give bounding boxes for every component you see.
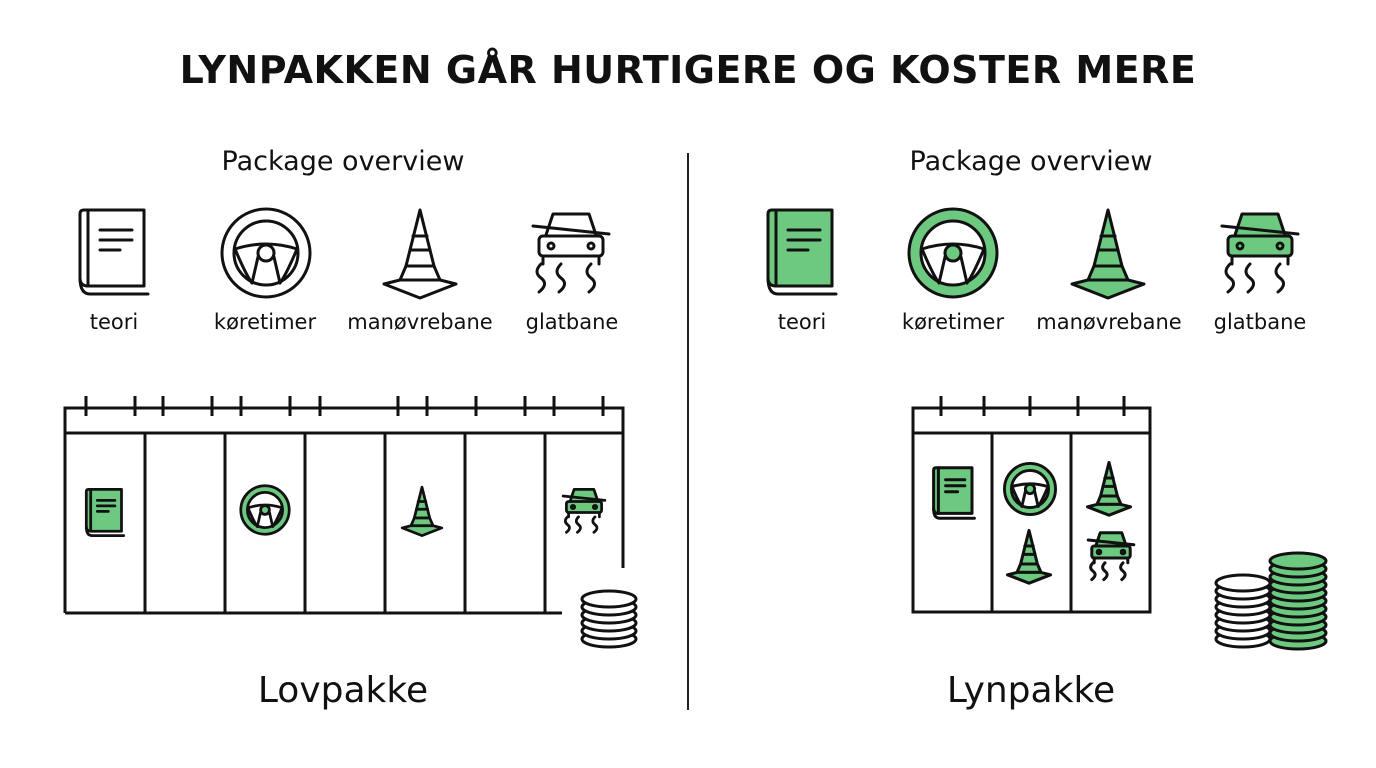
book-icon xyxy=(84,488,126,537)
right-calendar xyxy=(911,396,1152,614)
right-label-manovrebane: manøvrebane xyxy=(1036,310,1182,334)
right-label-koretimer: køretimer xyxy=(901,310,1005,334)
steering-wheel-icon xyxy=(220,207,312,299)
skid-car-icon xyxy=(531,212,611,294)
coin-stack xyxy=(580,589,638,649)
book-icon xyxy=(766,208,838,296)
traffic-cone-icon xyxy=(1005,528,1053,585)
skid-car-icon xyxy=(1220,212,1300,294)
coin-stack xyxy=(1214,573,1272,649)
right-panel-heading: Package overview xyxy=(909,146,1153,177)
skid-car-icon xyxy=(1086,531,1136,582)
right-label-teori: teori xyxy=(777,310,827,334)
skid-car-icon xyxy=(561,488,607,534)
left-label-glatbane: glatbane xyxy=(525,310,619,334)
coin-stack-green xyxy=(1268,551,1328,651)
left-calendar xyxy=(63,396,625,615)
traffic-cone-icon xyxy=(400,485,444,537)
traffic-cone-icon xyxy=(1085,460,1133,517)
page-title: LYNPAKKEN GÅR HURTIGERE OG KOSTER MERE xyxy=(179,48,1197,92)
left-label-manovrebane: manøvrebane xyxy=(347,310,493,334)
left-label-koretimer: køretimer xyxy=(213,310,317,334)
steering-wheel-icon xyxy=(239,484,291,536)
right-label-glatbane: glatbane xyxy=(1213,310,1307,334)
traffic-cone-icon xyxy=(382,208,458,300)
right-package-name: Lynpakke xyxy=(946,670,1116,711)
left-package-name: Lovpakke xyxy=(257,670,429,711)
steering-wheel-icon xyxy=(1003,462,1057,516)
traffic-cone-icon xyxy=(1070,208,1146,300)
book-icon xyxy=(78,208,150,296)
left-panel-heading: Package overview xyxy=(221,146,465,177)
panel-divider xyxy=(687,153,689,710)
steering-wheel-icon xyxy=(907,207,999,299)
book-icon xyxy=(932,466,976,520)
left-label-teori: teori xyxy=(89,310,139,334)
